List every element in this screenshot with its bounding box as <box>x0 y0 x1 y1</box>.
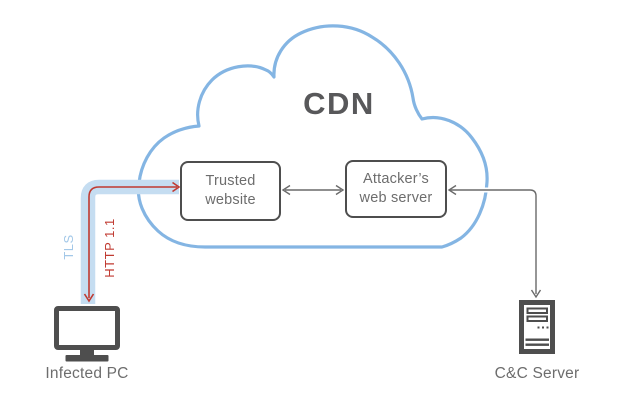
http-connection-label: HTTP 1.1 <box>102 218 117 278</box>
cc-connector-arrow <box>447 184 542 299</box>
node-trusted-website: Trusted website <box>180 161 281 221</box>
node-link-arrow <box>281 184 345 196</box>
trusted-website-label: Trusted website <box>205 173 256 208</box>
node-attacker-web-server: Attacker’s web server <box>345 160 447 218</box>
server-tower-icon <box>519 300 555 354</box>
infected-pc-label: Infected PC <box>45 365 129 382</box>
http-arrowhead-right <box>172 181 181 193</box>
link-arrowhead-left <box>281 184 291 196</box>
tls-connection-label: TLS <box>61 234 76 260</box>
cc-server-label: C&C Server <box>494 365 580 382</box>
http-arrow <box>83 181 181 303</box>
link-arrowhead-right <box>335 184 345 196</box>
attacker-web-server-label: Attacker’s web server <box>359 171 433 206</box>
cc-arrowhead-left <box>447 184 457 196</box>
cc-arrowhead-down <box>530 289 542 299</box>
monitor-icon <box>54 306 120 362</box>
http-arrowhead-down <box>83 293 95 303</box>
cdn-cloud-label: CDN <box>303 86 375 121</box>
